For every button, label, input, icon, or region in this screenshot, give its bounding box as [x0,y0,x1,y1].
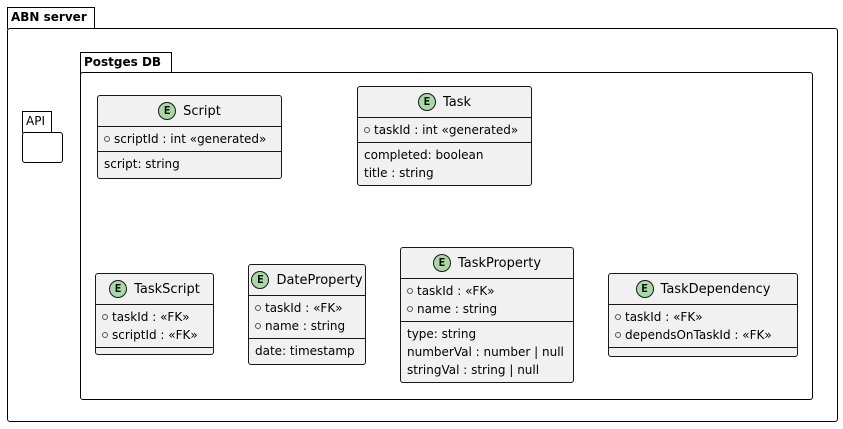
field-bullet-icon [102,332,108,338]
entity-script[interactable]: E Script scriptId : int «generated» script:… [97,95,282,179]
field-bullet-icon [255,305,261,311]
entity-task-dependency[interactable]: E TaskDependency taskId : «FK» dependsOnTas… [608,273,798,357]
entity-name: Script [183,103,221,119]
entity-key-field: name : string [401,300,573,318]
field-bullet-icon [615,332,621,338]
entity-attribute: completed: boolean [364,148,484,162]
field-text: taskId : «FK» [112,310,190,324]
entity-name: DateProperty [276,272,363,288]
entity-attribute: type: string [407,327,477,341]
field-bullet-icon [104,136,110,142]
field-bullet-icon [102,314,108,320]
entity-key-field: taskId : «FK» [401,282,573,300]
entity-divider [358,117,531,118]
entity-divider [98,151,281,152]
entity-divider [401,321,573,322]
field-bullet-icon [255,323,261,329]
entity-attribute: numberVal : number | null [407,345,564,359]
field-text: taskId : int «generated» [374,123,519,137]
field-text: taskId : «FK» [625,310,703,324]
entity-key-field: scriptId : int «generated» [98,130,281,148]
entity-icon: E [109,280,128,298]
entity-date-property[interactable]: E DateProperty taskId : «FK» name : string d… [248,264,366,365]
entity-attribute: title : string [364,166,434,180]
entity-name: TaskScript [134,281,200,297]
field-bullet-icon [407,306,413,312]
package-tab-postges-db: Postges DB [80,52,172,74]
entity-divider [249,295,365,296]
entity-divider [609,304,797,305]
entity-divider [358,142,531,143]
field-bullet-icon [615,314,621,320]
field-text: taskId : «FK» [265,301,343,315]
entity-divider [96,304,213,305]
entity-header: E Task [358,87,531,117]
entity-divider [98,126,281,127]
package-tab-api: API [22,111,52,133]
entity-divider [609,347,797,348]
entity-divider [96,347,213,348]
entity-attribute: stringVal : string | null [407,363,540,377]
entity-header: E DateProperty [249,265,365,295]
field-text: taskId : «FK» [417,284,495,298]
entity-key-field: taskId : «FK» [609,308,797,326]
entity-task-script[interactable]: E TaskScript taskId : «FK» scriptId : «FK» [95,273,214,355]
entity-icon: E [432,254,451,272]
entity-key-field: taskId : «FK» [249,299,365,317]
entity-icon: E [251,271,270,289]
entity-key-field: taskId : int «generated» [358,121,531,139]
entity-attribute: script: string [104,157,180,171]
entity-header: E TaskProperty [401,248,573,278]
field-bullet-icon [407,288,413,294]
field-text: dependsOnTaskId : «FK» [625,328,772,342]
field-bullet-icon [364,127,370,133]
field-text: name : string [265,319,346,333]
entity-header: E TaskDependency [609,274,797,304]
entity-header: E TaskScript [96,274,213,304]
field-text: scriptId : int «generated» [114,132,267,146]
entity-task-property[interactable]: E TaskProperty taskId : «FK» name : string t… [400,247,574,383]
entity-icon: E [417,93,436,111]
entity-icon: E [158,102,177,120]
entity-header: E Script [98,96,281,126]
entity-name: TaskProperty [457,255,542,271]
entity-key-field: taskId : «FK» [96,308,213,326]
entity-task[interactable]: E Task taskId : int «generated» completed: … [357,86,532,186]
entity-key-field: name : string [249,317,365,335]
package-api [22,132,63,163]
entity-name: TaskDependency [660,281,771,297]
entity-divider [249,338,365,339]
entity-key-field: scriptId : «FK» [96,326,213,344]
entity-key-field: dependsOnTaskId : «FK» [609,326,797,344]
entity-attribute: date: timestamp [255,344,355,358]
package-tab-abn-server: ABN server [7,7,95,29]
entity-divider [401,278,573,279]
field-text: name : string [417,302,498,316]
field-text: scriptId : «FK» [112,328,198,342]
entity-icon: E [635,280,654,298]
entity-name: Task [442,94,472,110]
